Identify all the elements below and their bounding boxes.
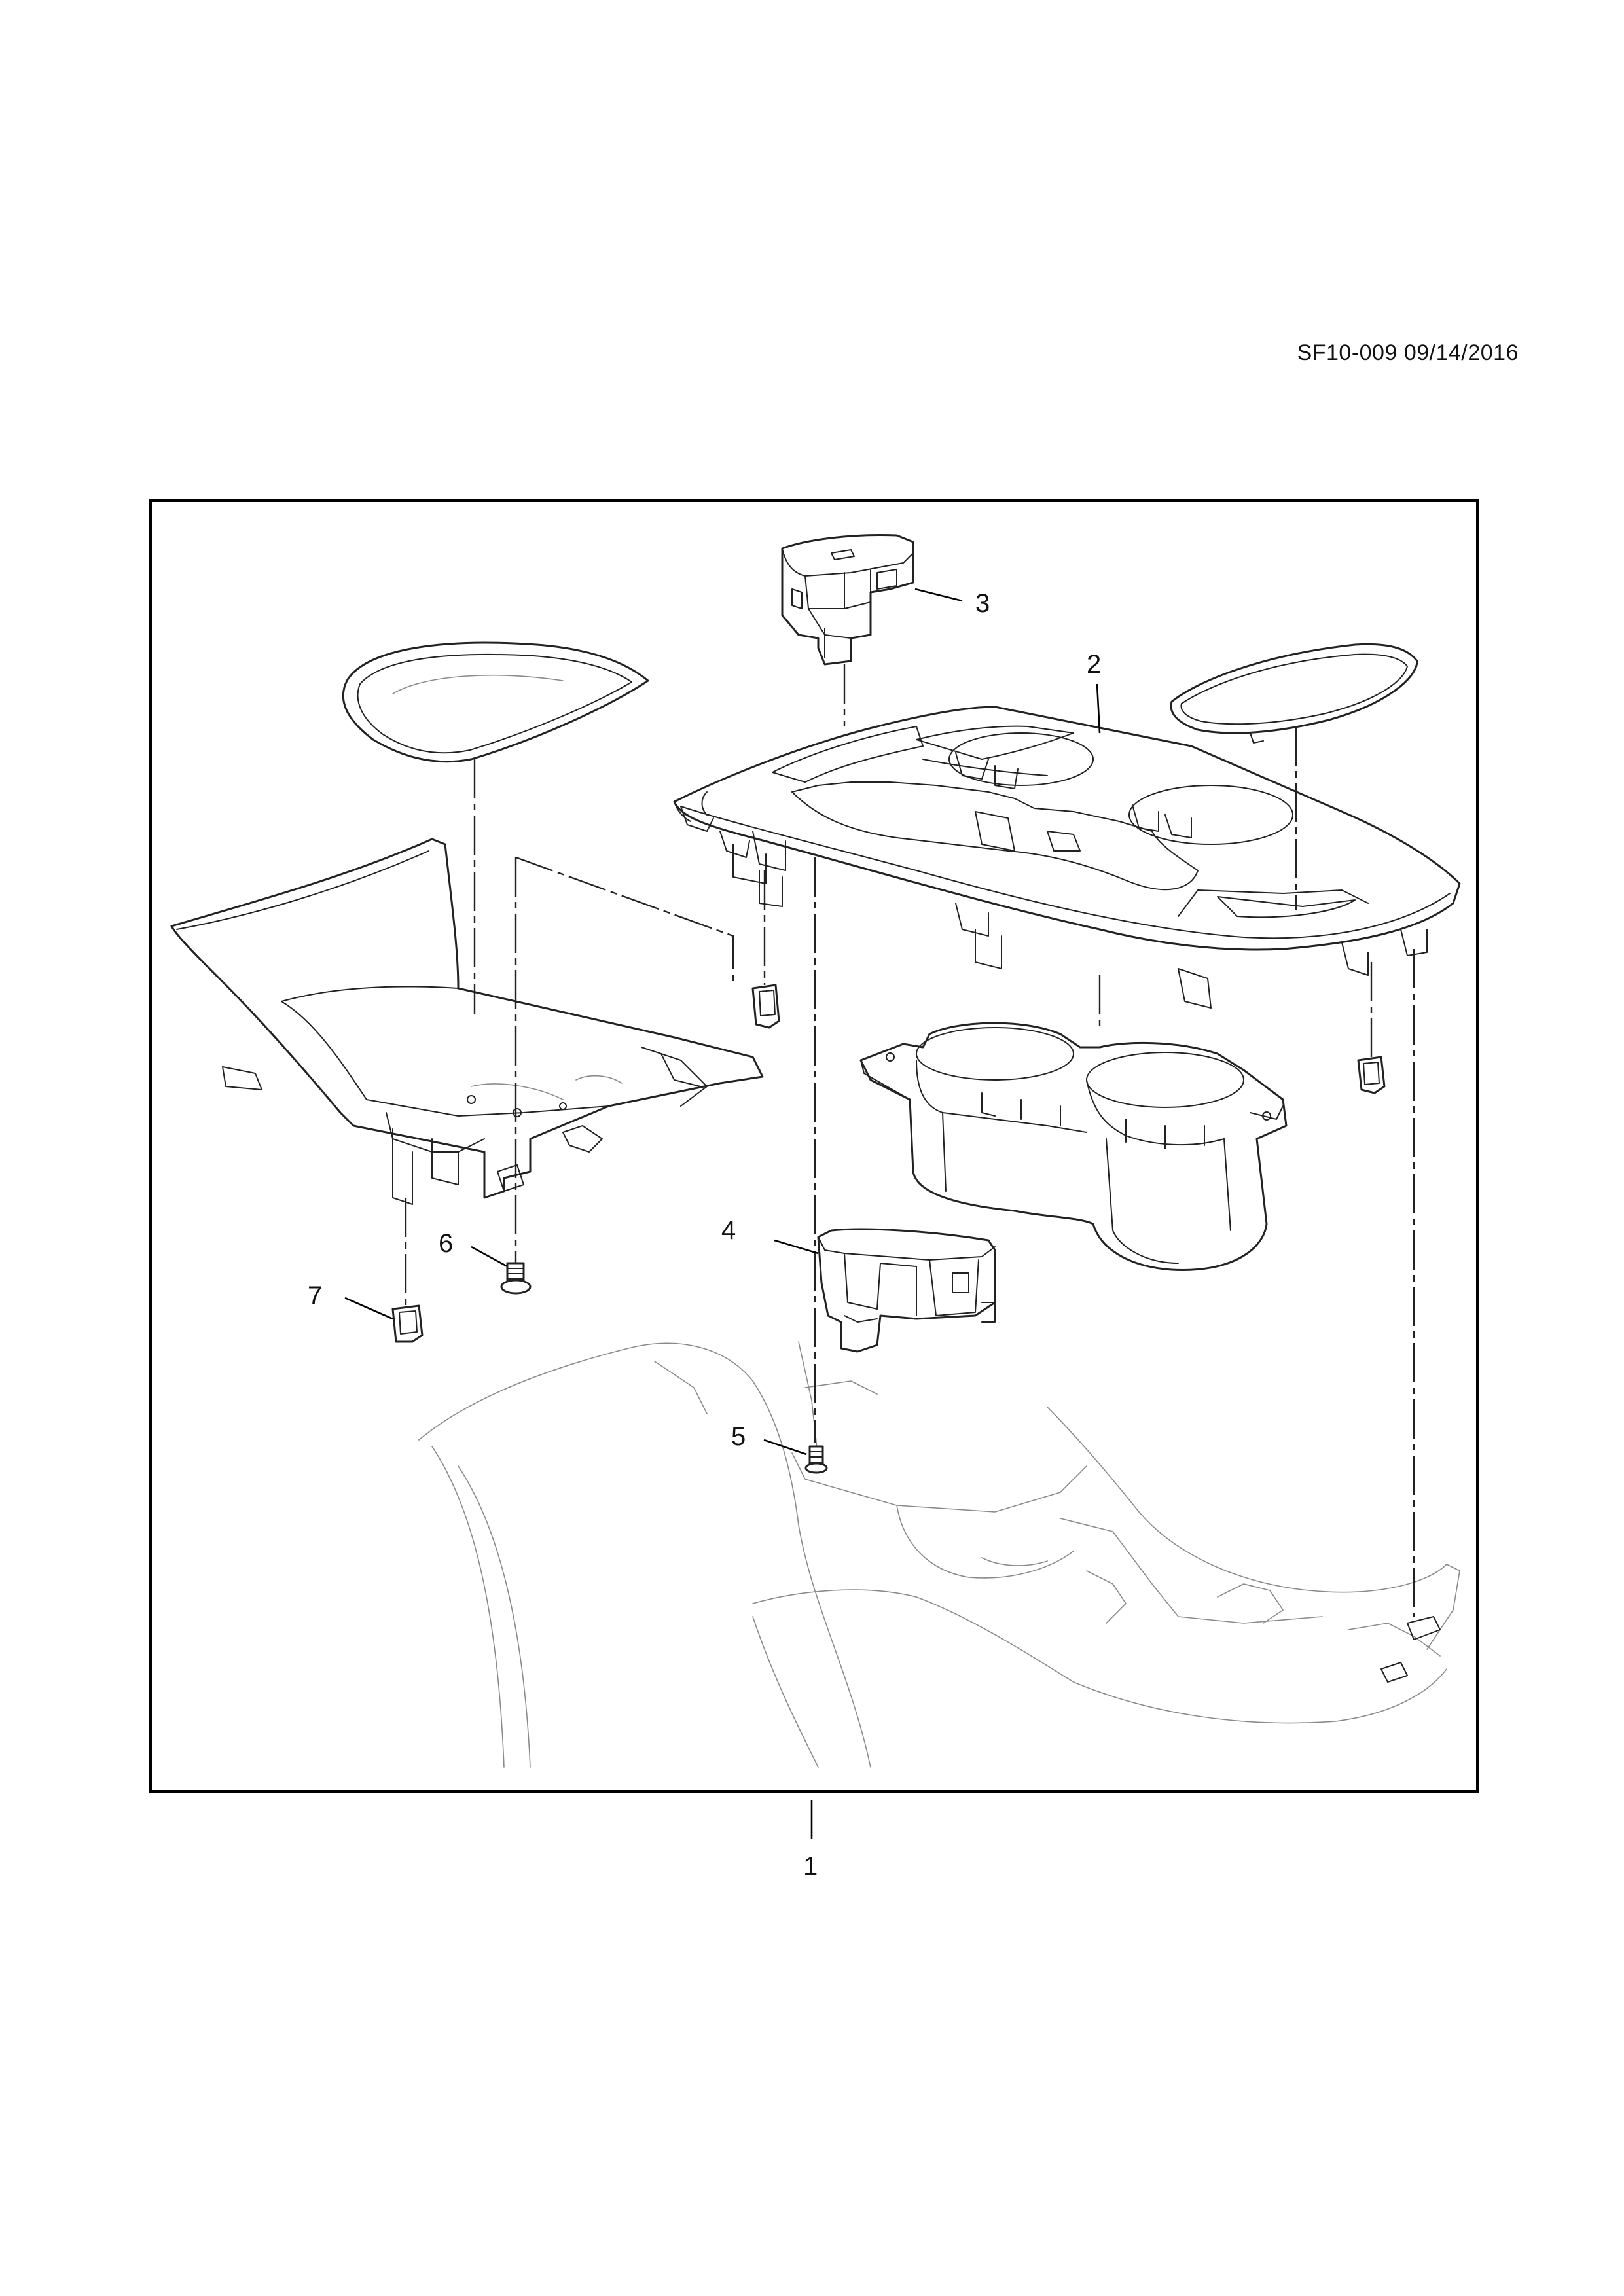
outlet-module-4 [817,1228,996,1353]
callout-2: 2 [1087,650,1102,679]
switch-module-3 [781,533,914,666]
cup-holder-insert [859,1022,1288,1271]
assembly-frame [149,499,1479,1793]
right-storage-mat [1170,643,1418,744]
diagram-reference-code: SF10-009 09/14/2016 [1297,340,1519,365]
callout-6: 6 [439,1229,454,1258]
clip-7 [391,1304,424,1343]
callout-3: 3 [975,589,990,618]
callout-7: 7 [308,1282,323,1310]
callout-leaders [344,588,1101,1839]
console-top-bezel [673,706,1461,1009]
clip-left-bezel [751,984,780,1029]
screw-5 [804,1445,828,1474]
center-console-background [418,1341,1460,1768]
left-console-trim-panel [170,838,764,1205]
callout-5: 5 [731,1422,746,1451]
screw-6 [500,1262,532,1295]
callout-4: 4 [721,1216,736,1245]
assembly-lines [405,664,1415,1617]
callout-1: 1 [803,1852,818,1881]
clip-right-bezel [1357,1056,1386,1094]
clip-console-right [1380,1616,1441,1683]
left-storage-mat [342,641,649,763]
